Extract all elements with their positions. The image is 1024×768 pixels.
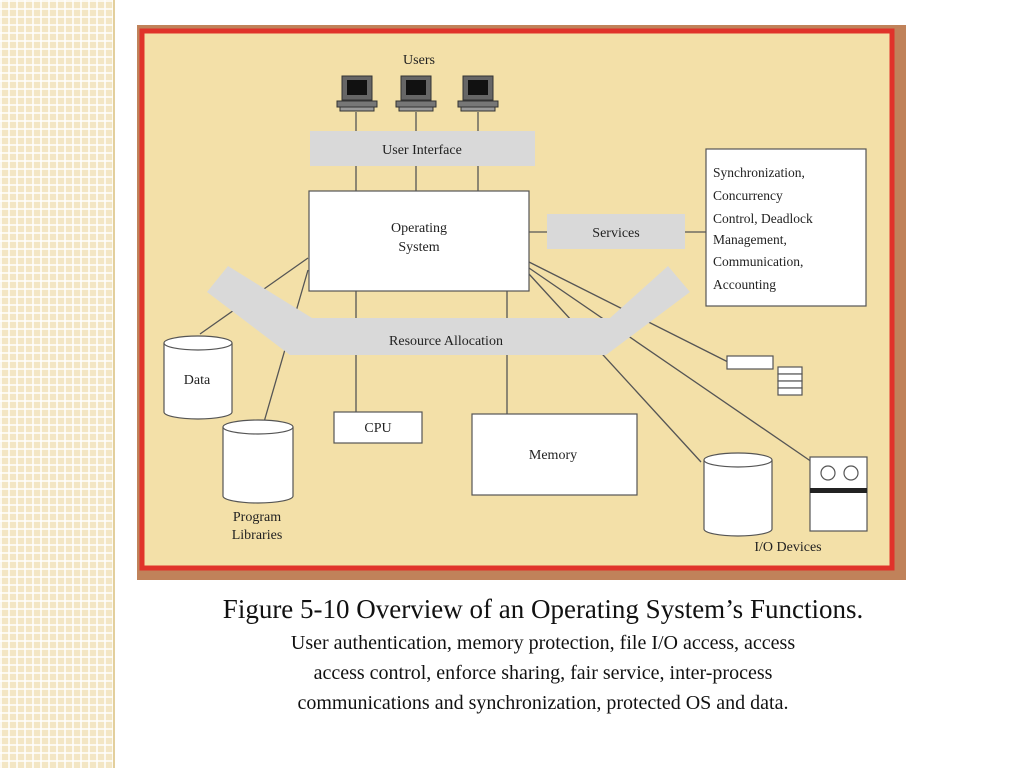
cpu-label: CPU bbox=[364, 421, 391, 436]
decorative-side-pattern bbox=[0, 0, 113, 768]
side-divider bbox=[113, 0, 115, 768]
computer-icon bbox=[457, 75, 499, 112]
io-device-bar bbox=[726, 355, 774, 370]
caption-title: Figure 5-10 Overview of an Operating Sys… bbox=[222, 594, 864, 624]
memory-box bbox=[471, 413, 638, 496]
operating-system-label-line2: System bbox=[398, 240, 439, 255]
io-tape-drive bbox=[809, 456, 868, 532]
cpu-box bbox=[333, 411, 423, 444]
operating-system-box bbox=[308, 190, 530, 292]
io-devices-label: I/O Devices bbox=[754, 540, 821, 555]
data-label: Data bbox=[184, 373, 211, 388]
user-interface-box bbox=[310, 131, 535, 166]
services-detail-box bbox=[705, 148, 867, 307]
caption-line: User authentication, memory protection, … bbox=[290, 632, 796, 654]
user-interface-label: User Interface bbox=[382, 143, 462, 158]
computer-icon bbox=[395, 75, 437, 112]
io-device-stack bbox=[777, 366, 803, 396]
services-box bbox=[547, 214, 685, 249]
io-disk-cylinder bbox=[703, 452, 773, 537]
data-cylinder bbox=[163, 335, 233, 420]
services-detail-line: Control, Deadlock bbox=[713, 211, 813, 226]
program-libraries-label-line2: Libraries bbox=[232, 528, 283, 543]
services-detail-line: Synchronization, bbox=[713, 165, 805, 180]
memory-label: Memory bbox=[529, 448, 577, 463]
services-detail-text: Synchronization, Concurrency Control, De… bbox=[713, 165, 813, 292]
program-libraries-label-line1: Program bbox=[233, 510, 281, 525]
services-detail-line: Concurrency bbox=[713, 188, 783, 203]
computer-icon bbox=[336, 75, 378, 112]
resource-allocation-band bbox=[207, 266, 690, 355]
services-detail-line: Communication, bbox=[713, 254, 803, 269]
services-detail-line: Accounting bbox=[713, 277, 776, 292]
caption-line: communications and synchronization, prot… bbox=[297, 692, 789, 714]
services-detail-line: Management, bbox=[713, 232, 787, 247]
services-label: Services bbox=[592, 226, 639, 241]
operating-system-label-line1: Operating bbox=[391, 221, 447, 236]
resource-allocation-label: Resource Allocation bbox=[389, 334, 503, 349]
caption-line: access control, enforce sharing, fair se… bbox=[313, 662, 773, 684]
figure-caption: Figure 5-10 Overview of an Operating Sys… bbox=[120, 590, 966, 718]
users-label: Users bbox=[403, 53, 435, 68]
program-libraries-cylinder bbox=[222, 419, 294, 504]
